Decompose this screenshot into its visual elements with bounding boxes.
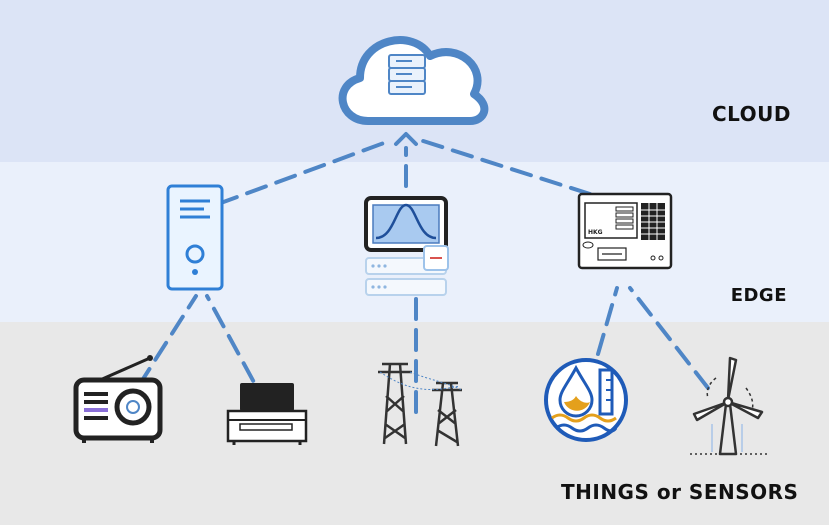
water-level-icon — [544, 358, 628, 442]
cloud-arrowhead — [394, 132, 418, 146]
data-logger-icon: HKG — [577, 192, 673, 270]
things-tier-label: THINGS or SENSORS — [561, 480, 799, 504]
logger-brand-label: HKG — [588, 229, 603, 236]
cloud-tier-label: CLOUD — [711, 102, 791, 126]
connector-radio-pc — [120, 294, 198, 414]
pc-tower-icon — [166, 184, 224, 291]
connector-turbine-logger — [628, 286, 710, 390]
tv-icon — [226, 383, 308, 445]
edge-tier-label: EDGE — [730, 285, 787, 306]
connector-water-logger — [596, 286, 619, 356]
radio-icon — [73, 355, 163, 443]
connector-pc-cloud — [216, 138, 394, 206]
cloud-server-icon — [338, 36, 489, 125]
connector-lines — [120, 138, 710, 414]
monitor-server-icon — [364, 196, 449, 296]
connector-logger-cloud — [418, 138, 592, 196]
power-tower-icon — [378, 362, 463, 447]
wind-turbine-icon — [690, 356, 770, 456]
